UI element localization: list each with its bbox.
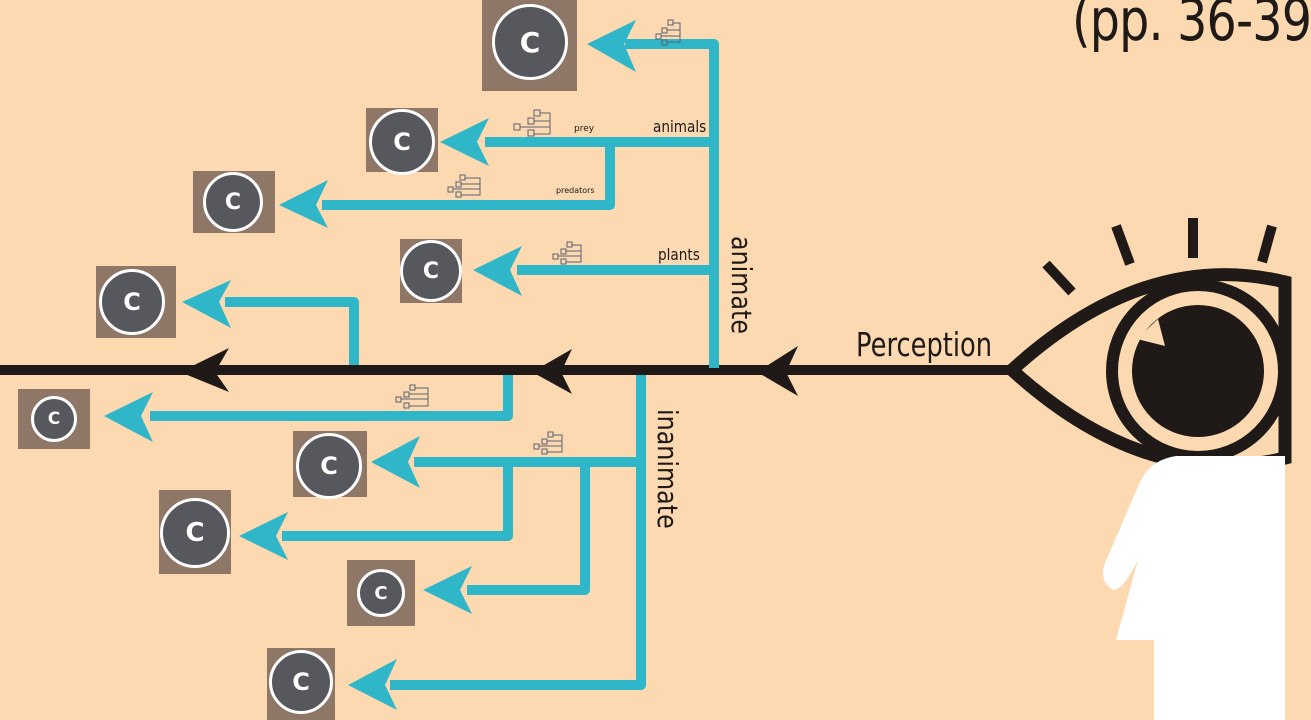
page-reference: (pp. 36-39 bbox=[1072, 0, 1311, 54]
node-c[interactable]: C bbox=[96, 266, 176, 338]
node-c[interactable]: C bbox=[18, 389, 90, 449]
node-c-badge: C bbox=[160, 498, 230, 568]
person-figure-icon bbox=[1103, 456, 1285, 720]
mini-tree-icon bbox=[655, 19, 681, 46]
node-c-badge: C bbox=[269, 650, 333, 714]
node-c[interactable]: C bbox=[159, 490, 231, 574]
inanimate-label: inanimate bbox=[651, 409, 684, 529]
perception-label: Perception bbox=[856, 325, 993, 364]
node-c-badge: C bbox=[296, 433, 362, 499]
animals-label: animals bbox=[653, 117, 707, 136]
eye-icon bbox=[1002, 218, 1292, 472]
node-c-badge: C bbox=[369, 109, 435, 175]
mini-tree-icon bbox=[447, 174, 481, 198]
branch-lines bbox=[150, 39, 719, 690]
node-c-badge: C bbox=[99, 269, 165, 335]
animate-label: animate bbox=[725, 236, 758, 335]
mini-tree-icon bbox=[552, 241, 582, 265]
node-c-badge: C bbox=[203, 172, 263, 232]
node-c[interactable]: C bbox=[400, 239, 462, 303]
plants-label: plants bbox=[658, 245, 700, 264]
predators-label: predators bbox=[556, 186, 595, 195]
node-c[interactable]: C bbox=[193, 171, 275, 233]
node-c-badge: C bbox=[400, 240, 462, 302]
node-c[interactable]: C bbox=[482, 0, 577, 91]
node-c[interactable]: C bbox=[366, 108, 438, 175]
mini-tree-icon bbox=[513, 109, 551, 137]
node-c-badge: C bbox=[31, 396, 77, 442]
main-axis bbox=[0, 346, 1015, 396]
mini-tree-icon bbox=[533, 431, 563, 455]
mini-tree-icon bbox=[395, 384, 429, 409]
node-c[interactable]: C bbox=[347, 560, 415, 626]
prey-label: prey bbox=[574, 124, 595, 134]
diagram-canvas bbox=[0, 19, 1292, 720]
node-c-badge: C bbox=[357, 569, 405, 617]
node-c[interactable]: C bbox=[267, 648, 335, 720]
node-c[interactable]: C bbox=[293, 431, 367, 499]
branch-arrowheads bbox=[104, 20, 636, 710]
mini-tree-icon-group bbox=[395, 19, 681, 455]
node-c-badge: C bbox=[492, 4, 568, 80]
